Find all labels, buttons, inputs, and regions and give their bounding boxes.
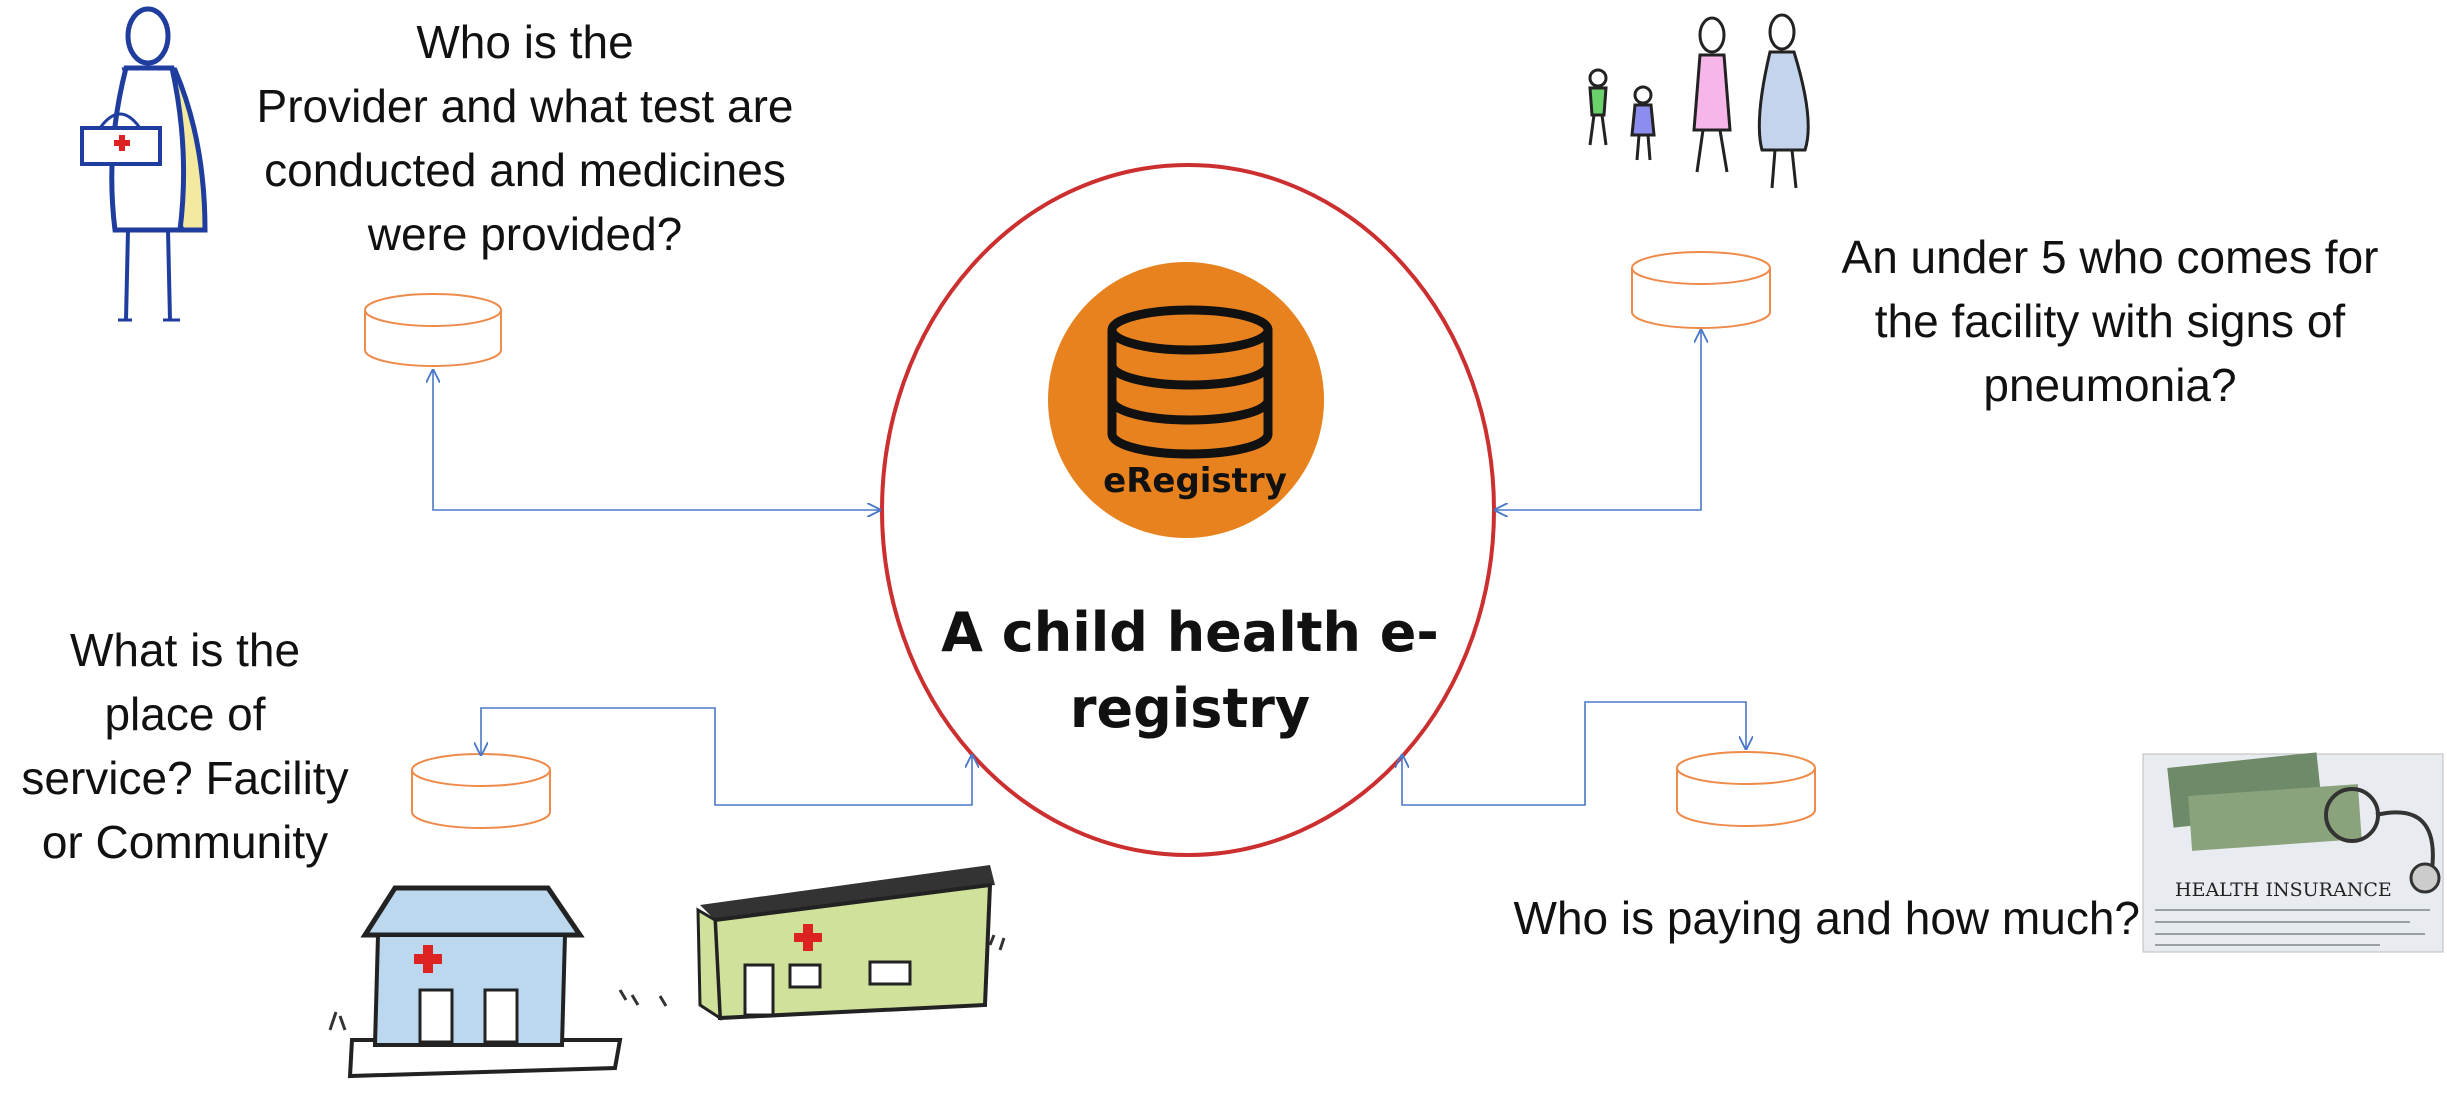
- question-line: place of: [104, 688, 266, 740]
- medical-cross-icon: [114, 135, 130, 151]
- question-payer: Who is paying and how much?: [1460, 886, 2140, 950]
- connector-provider: [433, 370, 880, 510]
- database-cylinder-place: [411, 753, 551, 829]
- question-line: conducted and medicines: [264, 144, 786, 196]
- question-line: An under 5 who comes for: [1841, 231, 2379, 283]
- family-illustration: [1588, 13, 1810, 189]
- question-line: Who is the: [416, 16, 634, 68]
- question-place: What is the place of service? Facility o…: [0, 618, 370, 874]
- center-title: A child health e- registry: [940, 595, 1440, 747]
- insurance-form-heading: HEALTH INSURANCE: [2175, 879, 2392, 901]
- eregistry-label: eRegistry: [1103, 461, 1287, 501]
- health-worker-illustration: [80, 6, 208, 322]
- medical-cross-icon: [414, 945, 442, 973]
- question-line: service? Facility: [21, 752, 349, 804]
- connector-payer: [1402, 701, 1746, 806]
- question-line: Who is paying and how much?: [1513, 892, 2140, 944]
- question-patient: An under 5 who comes for the facility wi…: [1800, 225, 2420, 417]
- question-line: the facility with signs of: [1874, 295, 2346, 347]
- question-line: were provided?: [367, 208, 683, 260]
- eregistry-badge: eRegistry: [1048, 262, 1324, 538]
- database-icon: [1107, 305, 1273, 459]
- question-provider: Who is the Provider and what test are co…: [200, 10, 850, 266]
- database-cylinder-provider: [364, 293, 502, 367]
- center-title-line: registry: [1069, 677, 1311, 740]
- health-insurance-photo: HEALTH INSURANCE: [2142, 752, 2444, 953]
- connector-place: [481, 707, 972, 806]
- medical-cross-icon: [794, 924, 822, 951]
- center-title-line: A child health e-: [941, 601, 1439, 664]
- connector-patient: [1495, 330, 1701, 510]
- question-line: pneumonia?: [1983, 359, 2237, 411]
- database-cylinder-patient: [1631, 251, 1771, 329]
- question-line: Provider and what test are: [256, 80, 794, 132]
- question-line: What is the: [69, 624, 301, 676]
- database-cylinder-payer: [1676, 751, 1816, 827]
- question-line: or Community: [41, 816, 329, 868]
- health-facility-illustration: [328, 865, 1006, 1079]
